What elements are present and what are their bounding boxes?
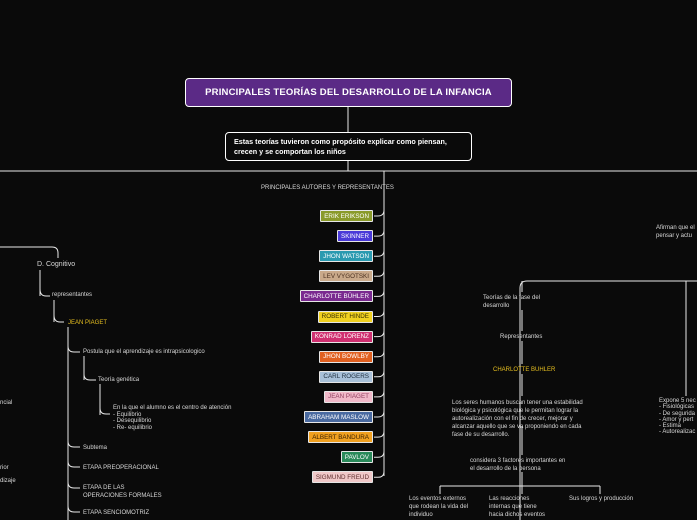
author-pavlov[interactable]: PAVLOV: [340, 451, 373, 464]
afirman-text[interactable]: Afirman que el pensar y actu: [656, 225, 695, 239]
etapa-operaciones-formales[interactable]: ETAPA DE LAS OPERACIONES FORMALES: [83, 485, 162, 499]
author-abraham-maslow[interactable]: ABRAHAM MASLOW: [304, 411, 373, 423]
purpose-node[interactable]: Estas teorías tuvieron como propósito ex…: [225, 132, 472, 161]
author-carl-rogers[interactable]: CARL ROGERS: [319, 370, 373, 383]
d-cognitivo[interactable]: D. Cognitivo: [37, 261, 76, 268]
author-jean-piaget[interactable]: JEAN PIAGET: [324, 390, 373, 403]
root-topic[interactable]: PRINCIPALES TEORÍAS DEL DESARROLLO DE LA…: [185, 78, 512, 107]
centro-atencion[interactable]: En la que el alumno es el centro de aten…: [113, 405, 232, 431]
left-edge-text-2[interactable]: rior: [0, 465, 9, 471]
seres-humanos-text[interactable]: Los seres humanos buscan tener una estab…: [452, 400, 583, 438]
factor-reacciones-internas[interactable]: Las reacciones internas que tiene hacia …: [489, 496, 546, 518]
representantes-right[interactable]: Representantes: [500, 334, 543, 340]
postula-text[interactable]: Postula que el aprendizaje es intrapsico…: [83, 349, 205, 355]
author-jhon-watson[interactable]: JHON WATSON: [319, 250, 373, 263]
author-skinner[interactable]: SKINNER: [337, 230, 373, 243]
factor-logros[interactable]: Sus logros y producción: [569, 496, 634, 502]
author-konrad-lorenz[interactable]: KONRAD LORENZ: [310, 330, 373, 343]
left-edge-text-3[interactable]: dizaje: [0, 478, 16, 484]
author-erik-erikson[interactable]: ERIK ERIKSON: [320, 210, 373, 222]
author-lev-vygotski[interactable]: LEV VYGOTSKI: [319, 270, 373, 283]
author-robert-hinde[interactable]: ROBERT HINDE: [317, 310, 373, 323]
purpose-text: Estas teorías tuvieron como propósito ex…: [234, 137, 447, 156]
teorias-fase-desarrollo[interactable]: Teorías de la fase del desarrollo: [483, 295, 541, 309]
subtema[interactable]: Subtema: [83, 445, 108, 451]
representantes-left[interactable]: representantes: [52, 292, 93, 298]
author-charlotte-b-hler[interactable]: CHARLOTTE BÜHLER: [299, 290, 373, 303]
expone-necesidades[interactable]: Expone 5 nec - Fisiológicas - De segurid…: [659, 398, 696, 436]
author-albert-bandura[interactable]: ALBERT BANDURA: [308, 431, 373, 444]
authors-header[interactable]: PRINCIPALES AUTORES Y REPRESENTANTES: [261, 185, 394, 191]
author-jhon-bowlby[interactable]: JHON BOWLBY: [319, 350, 373, 363]
author-sigmund-freud[interactable]: SIGMUND FREUD: [311, 471, 373, 484]
jean-piaget-left[interactable]: JEAN PIAGET: [68, 320, 108, 326]
factor-eventos-externos[interactable]: Los eventos externos que rodean la vida …: [409, 496, 469, 518]
charlotte-buhler-right[interactable]: CHARLOTTE BUHLER: [493, 367, 556, 373]
considera-factores[interactable]: considera 3 factores importantes en el d…: [470, 458, 566, 472]
root-title: PRINCIPALES TEORÍAS DEL DESARROLLO DE LA…: [205, 87, 492, 98]
left-edge-text-1[interactable]: ncial: [0, 400, 13, 406]
teoria-genetica[interactable]: Teoría genética: [98, 377, 140, 383]
etapa-sensoriomotriz[interactable]: ETAPA SENCIOMOTRIZ: [83, 510, 150, 516]
etapa-preoperacional[interactable]: ETAPA PREOPERACIONAL: [83, 465, 159, 471]
